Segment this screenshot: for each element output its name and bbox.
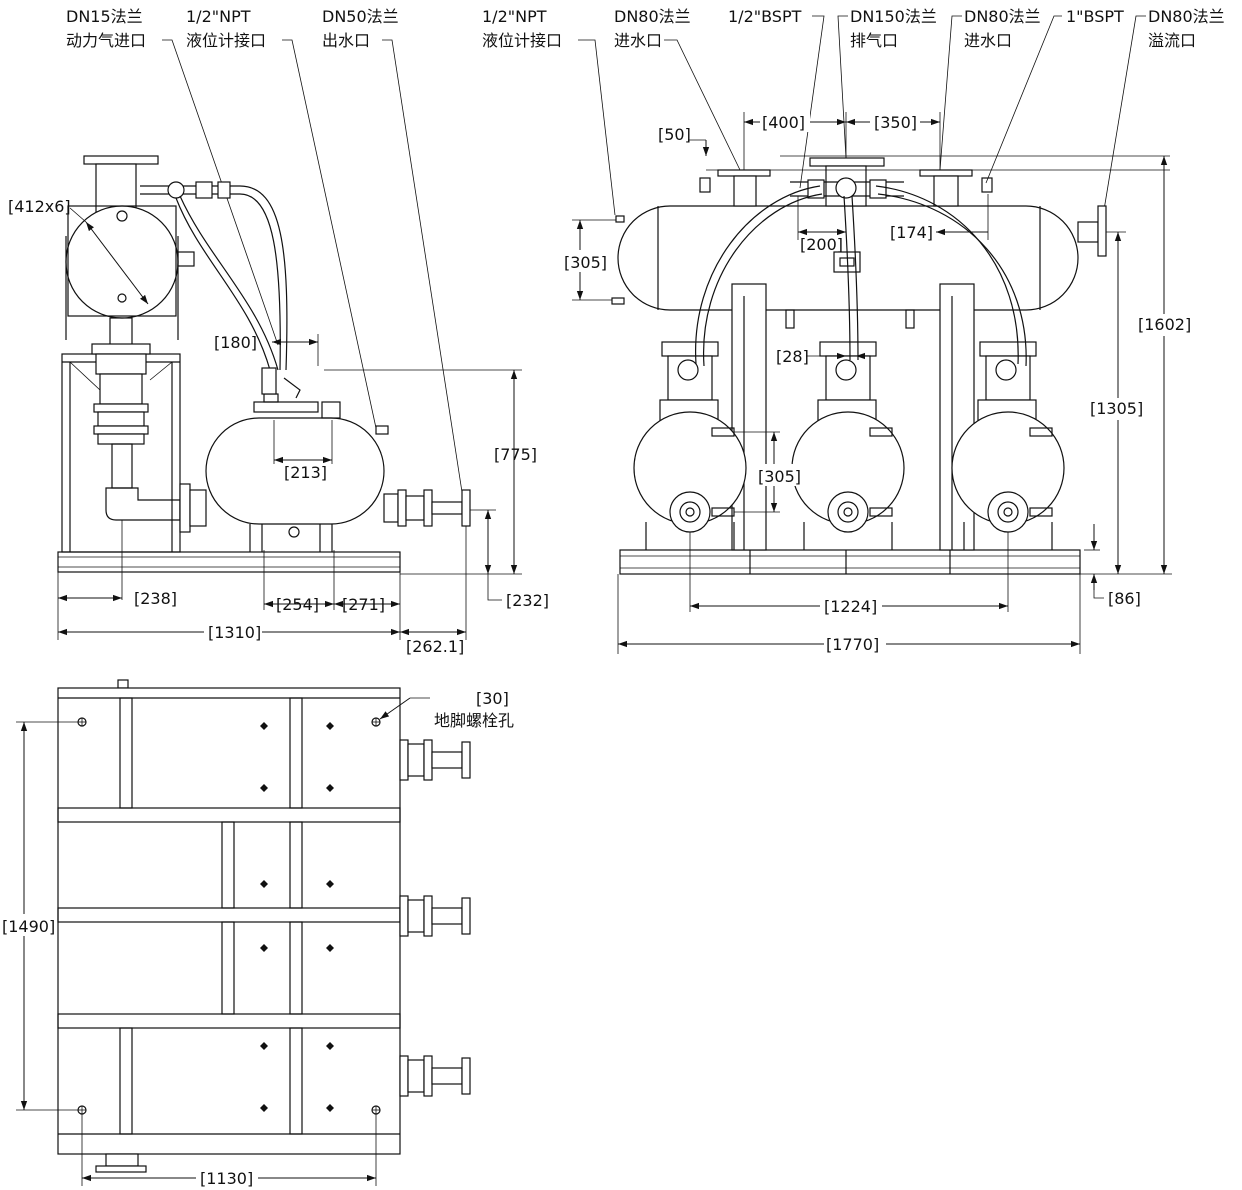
- front-pump-left: [633, 341, 747, 550]
- callout-bspt-one-text: 1"BSPT: [1066, 7, 1124, 26]
- dim-254: [254]: [276, 595, 319, 614]
- side-upper-vessel: [65, 205, 179, 319]
- side-top-flange: [83, 155, 159, 165]
- callout-dn150-vent: DN150法兰 排气口: [837, 7, 937, 159]
- callout-dn80b-line2: 进水口: [964, 31, 1012, 50]
- dim-305-pump: [305]: [758, 467, 801, 486]
- side-view: [412x6]: [8, 155, 549, 656]
- dim-238: [238]: [134, 589, 177, 608]
- front-pump-right: [951, 341, 1065, 550]
- front-view: [50] [400] [350] [305] [200] [174] [1602…: [562, 110, 1191, 654]
- plan-view: [30] 地脚螺栓孔 [1490] [1130]: [0, 679, 514, 1188]
- callout-bspt-one: 1"BSPT: [985, 7, 1124, 184]
- side-base-skid: [57, 551, 401, 573]
- dim-1224: [1224]: [824, 597, 877, 616]
- dim-1602: [1602]: [1138, 315, 1191, 334]
- dim-174: [174]: [890, 223, 933, 242]
- front-pump-middle: [791, 341, 905, 550]
- dim-271: [271]: [342, 595, 385, 614]
- callout-npt-right-line2: 液位计接口: [482, 31, 562, 50]
- plan-bolts: [260, 722, 334, 1112]
- callout-dn15-air-inlet: DN15法兰 动力气进口: [66, 7, 279, 346]
- dim-1490: [1490]: [2, 917, 55, 936]
- dim-775: [775]: [494, 445, 537, 464]
- dim-350: [350]: [874, 113, 917, 132]
- dim-180: [180]: [214, 333, 257, 352]
- callout-dn80-inlet-a: DN80法兰 进水口: [614, 7, 741, 171]
- dim-1770: [1770]: [826, 635, 879, 654]
- dim-1305: [1305]: [1090, 399, 1143, 418]
- callout-dn150-line1: DN150法兰: [850, 7, 937, 26]
- callout-npt-right-line1: 1/2"NPT: [482, 7, 547, 26]
- callout-dn15-line1: DN15法兰: [66, 7, 143, 26]
- callout-bspt-half-text: 1/2"BSPT: [728, 7, 802, 26]
- dim-305-header: [305]: [564, 253, 607, 272]
- callout-dn80a-line1: DN80法兰: [614, 7, 691, 26]
- callout-overflow-line1: DN80法兰: [1148, 7, 1225, 26]
- plan-outlet-1: [399, 739, 471, 781]
- callout-overflow-line2: 溢流口: [1148, 31, 1196, 50]
- callout-dn80-inlet-b: DN80法兰 进水口: [939, 7, 1041, 171]
- plan-outlet-2: [399, 895, 471, 937]
- callout-npt-left-line1: 1/2"NPT: [186, 7, 251, 26]
- plan-base-outline: [57, 687, 401, 1155]
- dim-200: [200]: [800, 235, 843, 254]
- dim-50: [50]: [658, 125, 691, 144]
- callout-npt-level-right: 1/2"NPT 液位计接口: [482, 7, 616, 216]
- callout-dn150-line2: 排气口: [850, 31, 898, 50]
- dim-213: [213]: [284, 463, 327, 482]
- callout-dn50-outlet: DN50法兰 出水口: [322, 7, 463, 493]
- callout-dn80-overflow: DN80法兰 溢流口: [1103, 7, 1225, 211]
- plan-outlet-3: [399, 1055, 471, 1097]
- callout-dn15-line2: 动力气进口: [66, 31, 146, 50]
- dim-1310: [1310]: [208, 623, 261, 642]
- side-lower-tank: [205, 417, 385, 525]
- callout-dn80a-line2: 进水口: [614, 31, 662, 50]
- callout-dn50-line2: 出水口: [322, 31, 370, 50]
- dim-1130: [1130]: [200, 1169, 253, 1188]
- callout-npt-level-left: 1/2"NPT 液位计接口: [186, 7, 377, 429]
- dim-262-1: [262.1]: [406, 637, 464, 656]
- dim-412x6: [412x6]: [8, 197, 71, 216]
- callout-dn50-line1: DN50法兰: [322, 7, 399, 26]
- dim-30: [30]: [476, 689, 509, 708]
- front-base: [619, 549, 1081, 575]
- callout-dn80b-line1: DN80法兰: [964, 7, 1041, 26]
- dim-232: [232]: [506, 591, 549, 610]
- callout-npt-left-line2: 液位计接口: [186, 31, 266, 50]
- dim-400: [400]: [762, 113, 805, 132]
- anchor-hole-label: 地脚螺栓孔: [434, 711, 514, 730]
- dim-28: [28]: [776, 347, 809, 366]
- dim-86: [86]: [1108, 589, 1141, 608]
